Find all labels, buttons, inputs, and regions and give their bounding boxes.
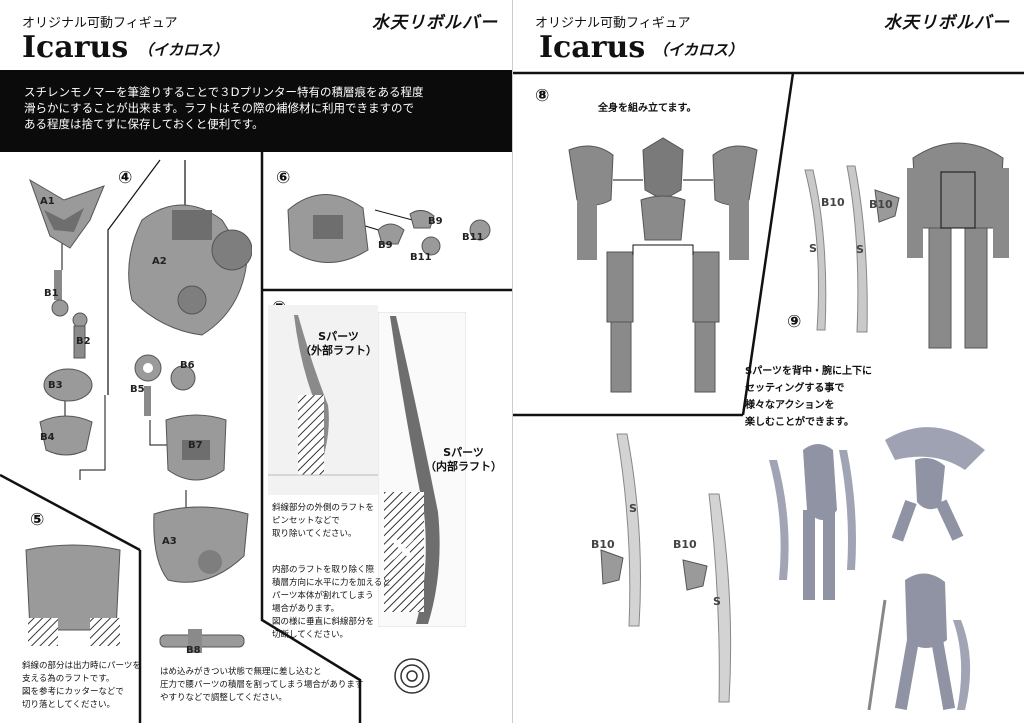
step-5-marker: ⑤ [30,510,45,530]
kicker-right: オリジナル可動フィギュア [535,16,691,31]
s-part-inner-raft-figure [378,312,466,627]
step-8-marker: ⑧ [535,86,550,106]
label-a3: A3 [162,536,177,547]
part-b4 [39,415,93,456]
step-8-text: 全身を組み立てます。 [598,103,697,114]
part-a3 [153,506,249,583]
page-title-jp: （イカロス） [138,41,229,59]
s-part-detail-left [600,433,641,627]
label-a2: A2 [152,256,167,267]
s-parts-pair [804,165,900,333]
label-b9-upper: B9 [428,216,443,227]
label-b10-d: B10 [673,538,697,551]
part-b5-b6 [134,354,196,416]
page-title-right: Icarus [539,30,646,65]
label-b7: B7 [188,440,203,451]
note-outer-raft: 斜線部分の外側のラフトを ピンセットなどで 取り除いてください。 [272,503,375,539]
left-page: オリジナル可動フィギュア 水天リボルバー Icarus （イカロス） スチレンモ… [0,13,512,723]
photo-pose-standing [769,444,856,600]
figure-exploded-body [568,137,758,393]
part-b1-b2 [51,270,88,359]
raft-ring-icon [394,658,430,694]
step-6-marker: ⑥ [276,168,291,188]
label-b8: B8 [186,645,201,656]
step-4-marker: ④ [118,168,133,188]
note-b8: はめ込みがきつい状態で無理に差し込むと 圧力で腰パーツの積層を割ってしまう場合が… [160,667,364,703]
label-s-outer: Sパーツ （外部ラフト） [300,330,377,357]
part-b8 [159,629,245,653]
s-part-detail-right [682,493,732,703]
step-9-marker: ⑨ [787,312,802,332]
part-b7 [165,414,227,481]
part-a2-chest [128,204,252,336]
label-b3: B3 [48,380,63,391]
brand-logo: 水天リボルバー [372,13,498,33]
notice-box: スチレンモノマーを筆塗りすることで３Dプリンター特有の積層痕をある程度 滑らかに… [0,70,512,152]
label-b5: B5 [130,384,145,395]
brand-logo-right: 水天リボルバー [884,13,1010,33]
page-title-jp-right: （イカロス） [653,41,744,59]
kicker: オリジナル可動フィギュア [22,16,178,31]
label-b10-a: B10 [821,196,845,209]
label-b9-lower: B9 [378,240,393,251]
label-s-b: S [856,243,864,256]
part-a1-helmet [29,178,105,249]
part-head-core [287,194,369,263]
photo-pose-sword [867,573,971,711]
label-b1: B1 [44,288,59,299]
label-a1: A1 [40,196,55,207]
label-b11-lower: B11 [410,252,432,263]
note-inner-raft: 内部のラフトを取り除く際 積層方向に水平に力を加えると パーツ本体が割れてしまう… [272,565,391,640]
step-9-text: Sパーツを背中・腕に上下に セッティングする事で 様々なアクションを 楽しむこと… [745,366,873,428]
s-part-outer-raft-figure [268,305,378,495]
note-step-5: 斜線の部分は出力時にパーツを 支える為のラフトです。 図を参考にカッターなどで … [22,661,141,710]
figure-back-assembled [907,142,1009,349]
label-b10-c: B10 [591,538,615,551]
part-b3 [43,368,93,402]
part-skirt-with-raft [25,544,121,646]
right-page: オリジナル可動フィギュア 水天リボルバー Icarus （イカロス） ⑧ 全身を… [512,0,1024,723]
label-b2: B2 [76,336,91,347]
page-title: Icarus [22,30,129,65]
label-s-d: S [713,595,721,608]
label-b6: B6 [180,360,195,371]
label-s-c: S [629,502,637,515]
label-s-inner: Sパーツ （内部ラフト） [425,446,502,473]
label-b4: B4 [40,432,55,443]
label-s-a: S [809,242,817,255]
photo-pose-jumping [885,427,985,542]
part-b9-b11 [377,210,491,256]
label-b10-b: B10 [869,198,893,211]
label-b11-right: B11 [462,232,484,243]
